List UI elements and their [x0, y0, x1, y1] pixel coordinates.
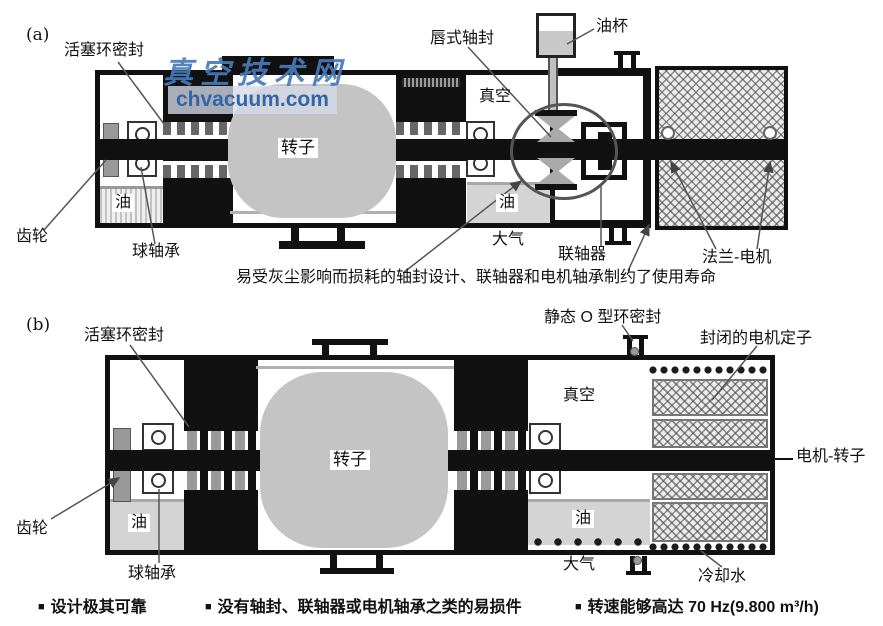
footer-bullet-1: ■ 设计极其可靠 — [38, 593, 147, 617]
motor-stator-block — [652, 473, 768, 500]
label-static-o-ring-seal: 静态 O 型环密封 — [544, 309, 662, 326]
housing-a-top-wall — [553, 68, 651, 76]
label-piston-ring-seal-a: 活塞环密封 — [64, 42, 145, 59]
vent-fitting-a-top — [631, 54, 636, 71]
piston-ring-comb-b — [184, 471, 258, 495]
label-piston-ring-seal-b: 活塞环密封 — [84, 327, 165, 344]
label-atmosphere-b: 大气 — [563, 556, 596, 573]
bearing-ring — [150, 472, 166, 488]
o-ring-b-top — [630, 347, 639, 356]
motor-stator-block — [652, 419, 768, 448]
panel-b-tag: (b) — [26, 315, 51, 335]
piston-ring-comb — [163, 122, 233, 139]
piston-ring-comb-b — [454, 471, 528, 495]
label-gear-b: 齿轮 — [16, 520, 49, 537]
motor-stator-block — [652, 502, 768, 542]
top-flange-b-bar — [322, 344, 329, 358]
motor-bolt-circle — [763, 126, 777, 140]
lip-seal-highlight-ellipse — [510, 103, 618, 200]
label-oil-cup: 油杯 — [596, 18, 629, 35]
label-oil-b-left: 油 — [128, 514, 151, 533]
vent-fitting-a-bottom — [609, 226, 614, 243]
piston-ring-comb — [396, 161, 466, 178]
bearing-ring — [150, 429, 166, 445]
bottom-flange-b-base — [320, 568, 394, 574]
bearing-ring — [537, 472, 553, 488]
label-atmosphere-a: 大气 — [492, 231, 525, 248]
piston-ring-comb-b — [184, 426, 258, 450]
o-ring-fitting-b-bottom — [642, 556, 647, 573]
o-ring-fitting-b-bottom-cap — [638, 571, 651, 575]
label-flange-motor: 法兰-电机 — [702, 249, 772, 266]
label-enclosed-motor-stator: 封闭的电机定子 — [700, 330, 813, 347]
ball-bearing-b-right-top — [529, 423, 561, 451]
foot-flange-right-bar — [337, 228, 345, 243]
foot-flange-left-bar — [291, 228, 299, 243]
bullet-square-icon: ■ — [575, 601, 582, 613]
bearing-ring — [537, 429, 553, 445]
o-ring-fitting-b-bottom — [630, 556, 635, 573]
piston-ring-comb-b — [454, 426, 528, 450]
vent-fitting-a-bottom — [622, 226, 627, 243]
label-oil-a-left: 油 — [112, 194, 135, 213]
caption-a: 易受灰尘影响而损耗的轴封设计、联轴器和电机轴承制约了使用寿命 — [236, 269, 717, 286]
watermark-title: 真空技术网 — [163, 57, 348, 90]
label-motor-rotor: 电机-转子 — [796, 448, 866, 465]
vent-fitting-a-top-cap — [627, 51, 640, 55]
bullet-square-icon: ■ — [205, 601, 212, 613]
foot-flange-base — [279, 241, 365, 249]
shaft-a — [99, 139, 787, 160]
label-vacuum-a: 真空 — [479, 88, 512, 105]
label-rotor-a: 转子 — [278, 138, 318, 158]
label-gear-a: 齿轮 — [16, 228, 49, 245]
bottom-flange-b-bar — [376, 554, 383, 569]
watermark-site: chvacuum.com — [168, 86, 337, 114]
panel-a-tag: (a) — [26, 25, 50, 45]
label-vacuum-b: 真空 — [563, 387, 596, 404]
piston-ring-comb — [163, 161, 233, 178]
label-lip-shaft-seal: 唇式轴封 — [430, 30, 495, 47]
vent-fitting-a-top — [618, 54, 623, 71]
pump-body-a-roof-ridge — [222, 56, 334, 72]
label-rotor-b: 转子 — [330, 450, 370, 470]
vent-fitting-a-top-cap — [614, 51, 627, 55]
label-cooling-water: 冷却水 — [698, 568, 747, 585]
o-ring-fitting-b-top — [627, 338, 632, 355]
oil-cup-fill — [539, 31, 573, 55]
leader-caption-2 — [627, 223, 650, 272]
bullet-square-icon: ■ — [38, 601, 45, 613]
footer-bullet-3: ■ 转速能够高达 70 Hz(9.800 m³/h) — [575, 593, 819, 617]
vent-fitting-a-bottom-cap — [618, 241, 631, 245]
cooling-water-dots — [648, 364, 770, 377]
motor-stator-block — [652, 379, 768, 416]
o-ring-fitting-b-top-cap — [635, 335, 648, 339]
o-ring-fitting-b-bottom-cap — [626, 571, 639, 575]
label-coupling-a: 联轴器 — [558, 246, 607, 263]
motor-bolt-circle — [661, 126, 675, 140]
footer-bullet-2-text: 没有轴封、联轴器或电机轴承之类的易损件 — [217, 599, 522, 616]
o-ring-fitting-b-top — [639, 338, 644, 355]
footer-bullet-1-text: 设计极其可靠 — [50, 599, 147, 616]
ball-bearing-b-top — [142, 423, 174, 451]
bottom-flange-b-bar — [330, 554, 337, 569]
footer-bullet-2: ■ 没有轴封、联轴器或电机轴承之类的易损件 — [205, 593, 522, 617]
cooling-water-dots — [532, 536, 648, 549]
label-oil-a-right: 油 — [496, 194, 519, 213]
piston-ring-comb — [396, 122, 466, 139]
housing-a-bottom-wall — [553, 220, 651, 228]
label-ball-bearing-a: 球轴承 — [132, 243, 181, 260]
cooling-water-dots — [648, 541, 770, 554]
label-oil-b-right: 油 — [572, 510, 595, 529]
piston-ring-pack — [402, 78, 460, 87]
vent-fitting-a-bottom-cap — [605, 241, 618, 245]
top-flange-b-cap — [312, 339, 388, 345]
label-ball-bearing-b: 球轴承 — [128, 565, 177, 582]
o-ring-b-bottom — [633, 556, 642, 565]
footer-bullet-3-text: 转速能够高达 70 Hz(9.800 m³/h) — [587, 599, 819, 616]
top-flange-b-bar — [370, 344, 377, 358]
bore-line-b — [256, 366, 454, 369]
